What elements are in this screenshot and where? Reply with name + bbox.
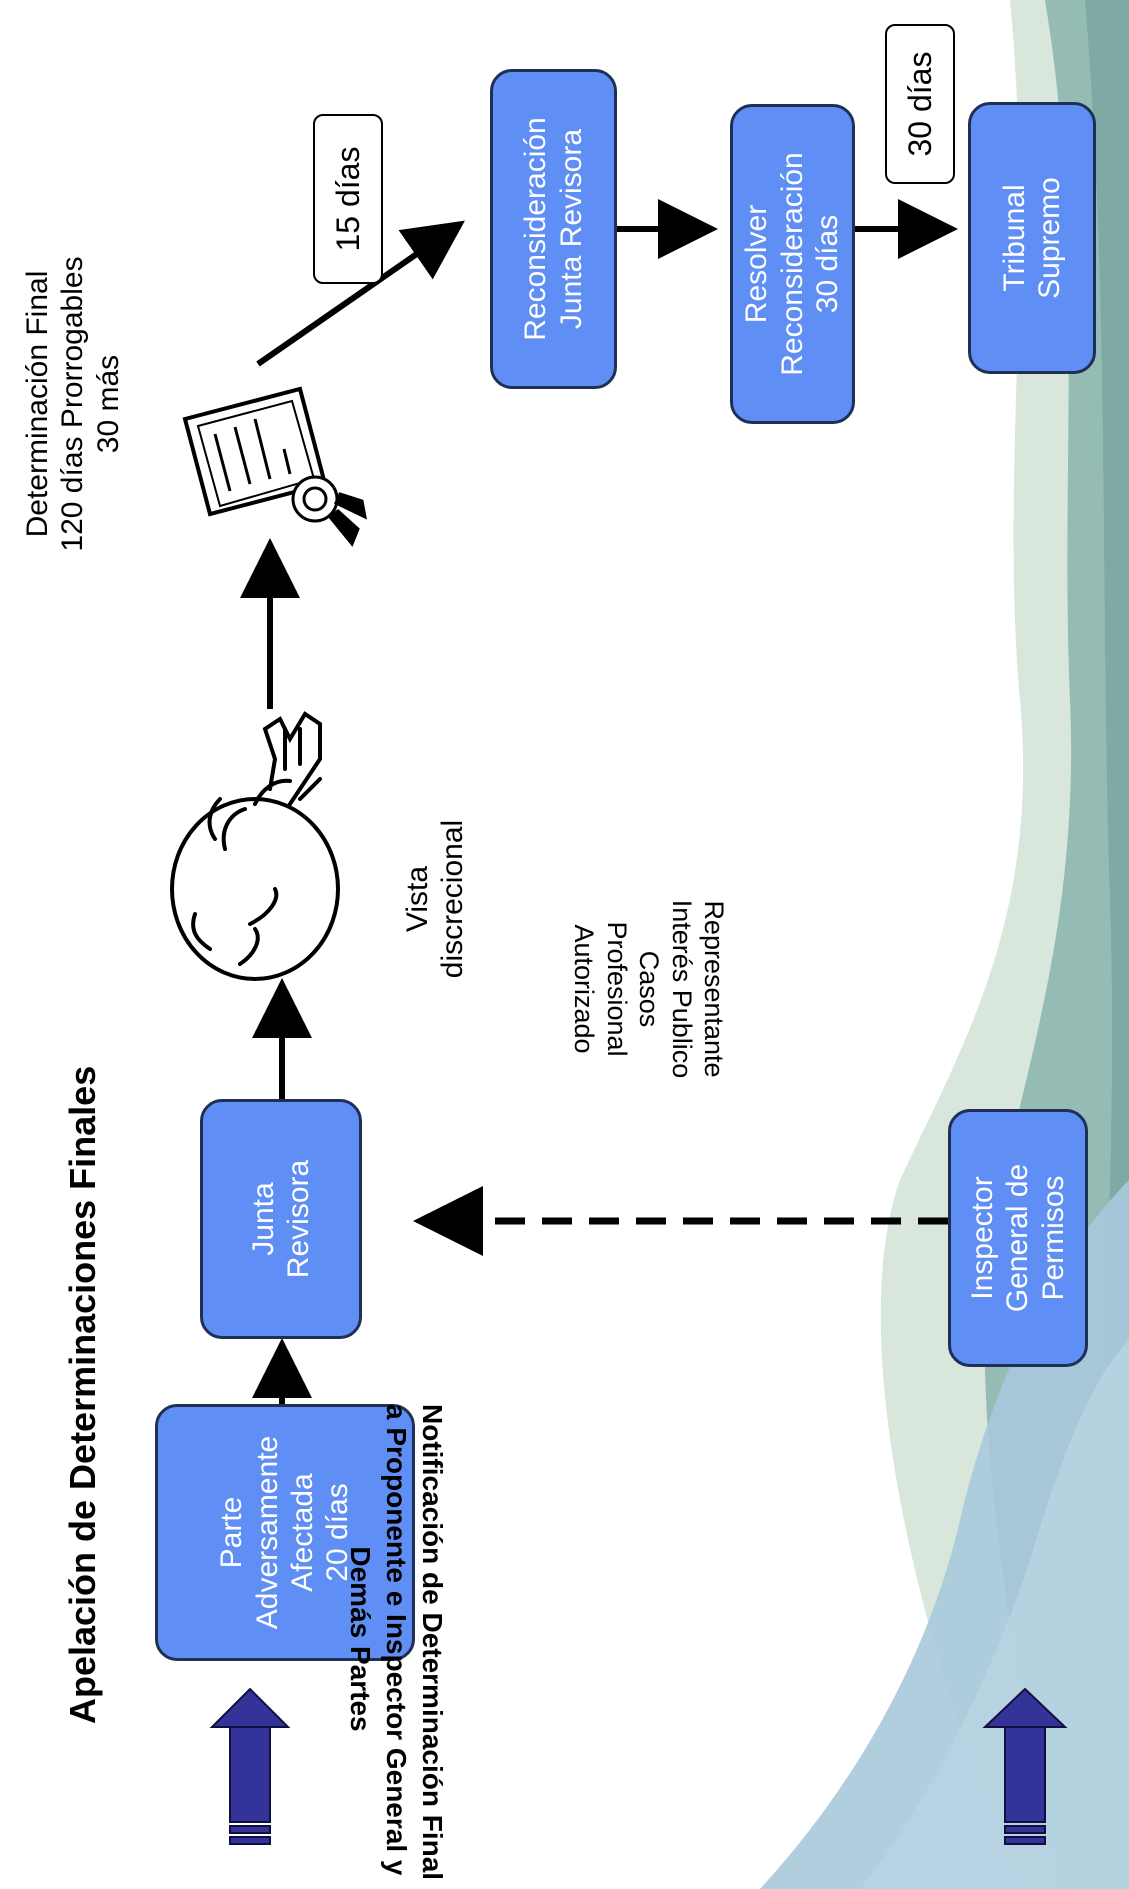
page-title: Apelación de Determinaciones Finales bbox=[62, 1065, 103, 1724]
node-label: Junta Revisora bbox=[554, 128, 588, 330]
node-junta-revisora: Junta Revisora bbox=[200, 1099, 362, 1339]
node-label: Supremo bbox=[1033, 177, 1066, 299]
label-notificacion: Notificación de Determinación Final a Pr… bbox=[300, 1404, 450, 1881]
label-line: Representante bbox=[699, 900, 729, 1078]
node-tribunal-supremo: Tribunal Supremo bbox=[968, 102, 1096, 374]
days-label-30: 30 días bbox=[885, 24, 955, 184]
up-arrow-icon bbox=[982, 1687, 1068, 1845]
label-line: Autorizado bbox=[569, 924, 600, 1054]
node-label: Resolver bbox=[740, 204, 774, 324]
label-line: Determinación Final bbox=[21, 270, 54, 538]
days-label-15: 15 días bbox=[313, 114, 383, 284]
node-label: Junta bbox=[246, 1182, 280, 1256]
label-line: a Proponente e Inspector General y bbox=[381, 1404, 413, 1876]
node-label: Parte bbox=[215, 1496, 249, 1569]
node-inspector-general: Inspector General de Permisos bbox=[948, 1109, 1088, 1367]
node-label: Reconsideración bbox=[775, 152, 809, 376]
node-reconsideracion: Reconsideración Junta Revisora bbox=[490, 69, 617, 389]
node-label: Tribunal bbox=[997, 184, 1031, 292]
label-line: Vista bbox=[401, 865, 434, 933]
node-resolver-reconsideracion: Resolver Reconsideración 30 días bbox=[730, 104, 855, 424]
label-line: Casos bbox=[634, 950, 665, 1028]
node-label: General de bbox=[1001, 1163, 1035, 1313]
node-label: Revisora bbox=[282, 1159, 315, 1279]
label-line: Interés Publico bbox=[666, 899, 697, 1079]
up-arrow-icon bbox=[209, 1687, 291, 1845]
label-determinacion-final: Determinación Final 120 días Prorrogable… bbox=[20, 224, 126, 584]
node-label: Reconsideración bbox=[519, 117, 553, 341]
label-line: Profesional bbox=[601, 921, 632, 1057]
label-line: discrecional bbox=[436, 819, 470, 979]
label-line: 120 días Prorrogables bbox=[56, 256, 90, 552]
node-label: 30 días bbox=[811, 214, 845, 314]
node-label: Adversamente bbox=[250, 1435, 284, 1630]
label-line: Demás Partes bbox=[345, 1546, 377, 1732]
label-vista-discrecional: Vista discrecional bbox=[400, 789, 471, 1009]
label-line: Notificación de Determinación Final bbox=[417, 1404, 448, 1881]
label-representante: Representante Interés Publico Casos Prof… bbox=[530, 789, 730, 1189]
arrow-determinacion-to-reconsideracion bbox=[256, 220, 465, 367]
node-label: Inspector bbox=[965, 1176, 999, 1300]
label-line: 30 más bbox=[91, 354, 125, 454]
node-label: Permisos bbox=[1036, 1175, 1070, 1301]
